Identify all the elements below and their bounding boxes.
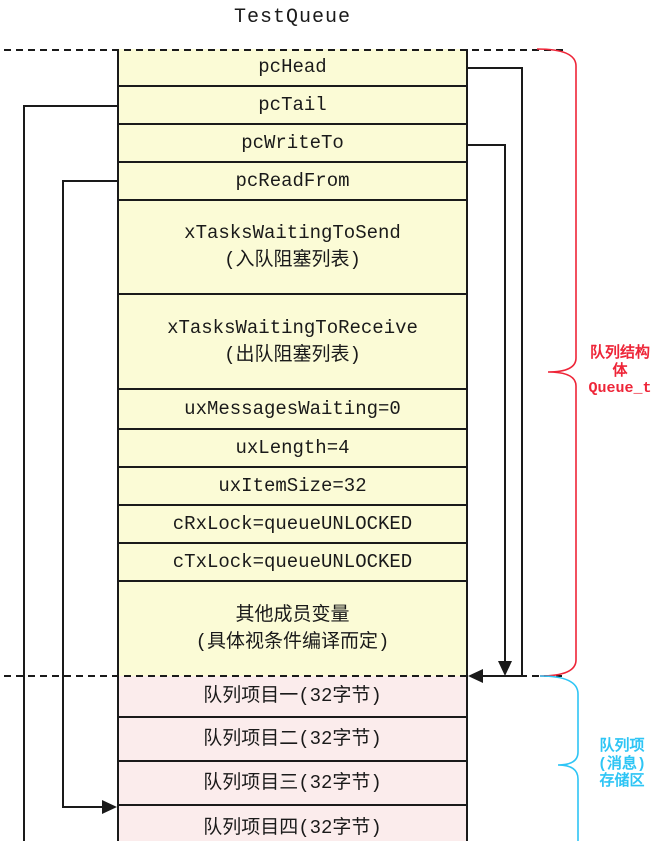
storage-row-item1: 队列项目一(32字节) bbox=[119, 676, 466, 718]
struct-row-waiting-to-receive: xTasksWaitingToReceive (出队阻塞列表) bbox=[119, 295, 466, 390]
pcwriteto-pointer-line bbox=[468, 144, 506, 661]
pctail-pointer-line bbox=[23, 105, 117, 841]
pcreadfrom-pointer-line bbox=[62, 180, 117, 808]
struct-row-crxlock: cRxLock=queueUNLOCKED bbox=[119, 506, 466, 544]
struct-row-ctxlock: cTxLock=queueUNLOCKED bbox=[119, 544, 466, 582]
storage-row-item4: 队列项目四(32字节) bbox=[119, 806, 466, 841]
struct-brace-icon bbox=[536, 48, 577, 677]
queue-struct-box: pcHead pcTail pcWriteTo pcReadFrom xTask… bbox=[117, 49, 468, 676]
struct-row-messages-waiting: uxMessagesWaiting=0 bbox=[119, 390, 466, 430]
struct-row-pctail: pcTail bbox=[119, 87, 466, 125]
struct-row-uxitemsize: uxItemSize=32 bbox=[119, 468, 466, 506]
queue-storage-box: 队列项目一(32字节) 队列项目二(32字节) 队列项目三(32字节) 队列项目… bbox=[117, 676, 468, 841]
pcwriteto-arrow-icon bbox=[498, 661, 512, 676]
pchead-arrow-icon bbox=[468, 669, 483, 683]
struct-row-pchead: pcHead bbox=[119, 49, 466, 87]
pchead-pointer-line bbox=[468, 67, 523, 677]
storage-row-item2: 队列项目二(32字节) bbox=[119, 718, 466, 762]
struct-row-waiting-to-send: xTasksWaitingToSend (入队阻塞列表) bbox=[119, 201, 466, 295]
struct-brace-label: 队列结构 体 Queue_t bbox=[588, 345, 652, 398]
storage-brace-label: 队列项 (消息) 存储区 bbox=[597, 738, 646, 791]
storage-row-item3: 队列项目三(32字节) bbox=[119, 762, 466, 806]
pcreadfrom-arrow-icon bbox=[102, 800, 117, 814]
storage-brace-icon bbox=[539, 675, 579, 841]
struct-row-other-members: 其他成员变量 (具体视条件编译而定) bbox=[119, 582, 466, 676]
queue-title: TestQueue bbox=[233, 6, 352, 29]
struct-row-uxlength: uxLength=4 bbox=[119, 430, 466, 468]
struct-row-pcwriteto: pcWriteTo bbox=[119, 125, 466, 163]
struct-row-pcreadfrom: pcReadFrom bbox=[119, 163, 466, 201]
